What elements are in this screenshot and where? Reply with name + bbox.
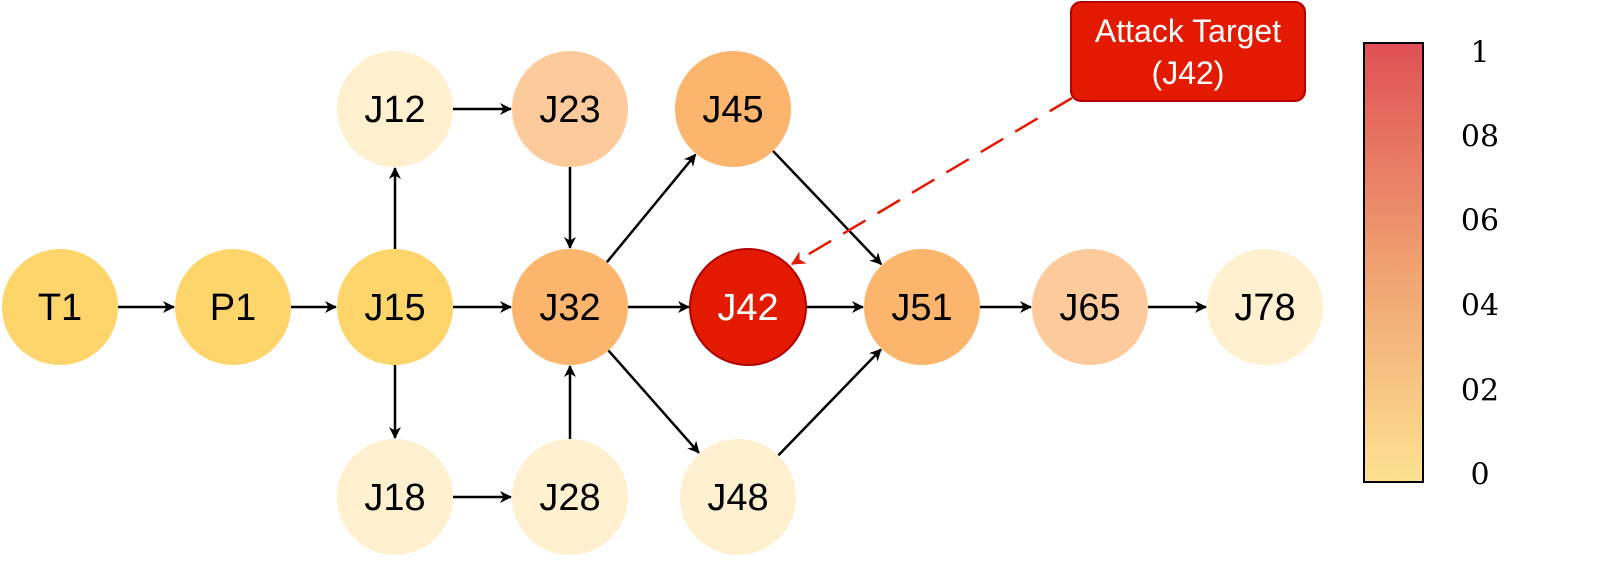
colorbar-tick-label: 08	[1461, 120, 1499, 155]
node-label: J15	[364, 287, 425, 329]
colorbar-tick-label: 02	[1461, 374, 1499, 409]
node-label: J45	[702, 89, 763, 131]
node-label: J42	[717, 287, 778, 329]
node-label: J28	[539, 477, 600, 519]
node-j12[interactable]: J12	[337, 51, 453, 167]
node-j32[interactable]: J32	[512, 249, 628, 365]
node-t1[interactable]: T1	[2, 249, 118, 365]
node-circle	[1032, 249, 1148, 365]
node-j28[interactable]: J28	[512, 439, 628, 555]
node-j48[interactable]: J48	[680, 439, 796, 555]
node-circle	[337, 249, 453, 365]
colorbar-gradient	[1363, 42, 1424, 483]
node-j42[interactable]: J42	[689, 248, 807, 366]
edge-j32-j48	[607, 349, 700, 454]
node-label: J18	[364, 477, 425, 519]
node-label: J65	[1059, 287, 1120, 329]
colorbar-tick-label: 0	[1470, 458, 1489, 493]
node-label: J51	[891, 287, 952, 329]
colorbar-tick-label: 1	[1470, 36, 1489, 71]
node-j23[interactable]: J23	[512, 51, 628, 167]
node-j18[interactable]: J18	[337, 439, 453, 555]
node-j65[interactable]: J65	[1032, 249, 1148, 365]
callout-pointer	[790, 96, 1073, 266]
node-circle	[512, 439, 628, 555]
node-j51[interactable]: J51	[864, 249, 980, 365]
node-p1[interactable]: P1	[175, 249, 291, 365]
node-j15[interactable]: J15	[337, 249, 453, 365]
node-label: J23	[539, 89, 600, 131]
node-label: P1	[210, 287, 256, 329]
colorbar: 1 08 06 04 02 0	[1363, 36, 1499, 493]
node-label: J32	[539, 287, 600, 329]
colorbar-ticks: 1 08 06 04 02 0	[1461, 36, 1499, 493]
node-j78[interactable]: J78	[1207, 249, 1323, 365]
node-circle	[675, 51, 791, 167]
node-label: J78	[1234, 287, 1295, 329]
edge-j45-j51	[772, 150, 883, 266]
node-j45[interactable]: J45	[675, 51, 791, 167]
node-circle	[1207, 249, 1323, 365]
node-label: J48	[707, 477, 768, 519]
node-circle	[864, 249, 980, 365]
node-circle	[2, 249, 118, 365]
edge-j48-j51	[777, 348, 882, 457]
node-circle	[689, 248, 807, 366]
callout: Attack Target (J42)	[790, 1, 1306, 266]
node-circle	[175, 249, 291, 365]
colorbar-tick-label: 06	[1461, 204, 1499, 239]
colorbar-tick-label: 04	[1461, 289, 1499, 324]
node-circle	[337, 439, 453, 555]
node-circle	[512, 51, 628, 167]
node-label: T1	[38, 287, 82, 329]
node-circle	[337, 51, 453, 167]
node-label: J12	[364, 89, 425, 131]
callout-subtitle: (J42)	[1152, 55, 1225, 91]
callout-title: Attack Target	[1095, 13, 1281, 49]
node-circle	[512, 249, 628, 365]
edge-j32-j45	[605, 153, 697, 264]
callout-box	[1070, 1, 1306, 102]
edges	[118, 103, 1207, 503]
node-circle	[680, 439, 796, 555]
